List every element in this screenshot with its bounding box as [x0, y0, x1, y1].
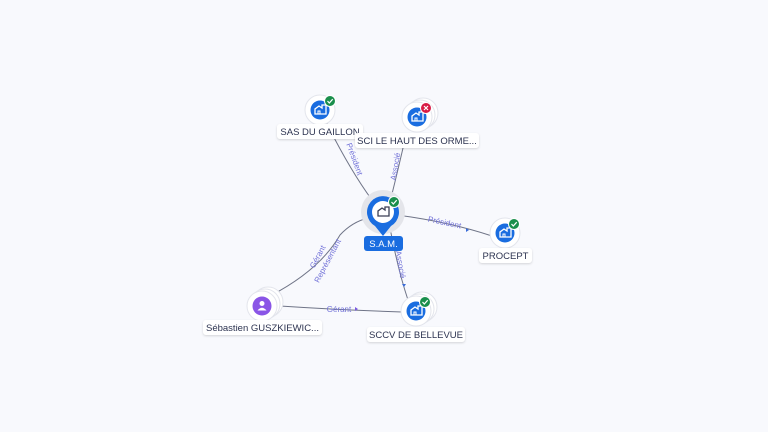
node-label: SCI LE HAUT DES ORME...	[357, 136, 477, 147]
building-icon	[377, 206, 390, 217]
node-label: S.A.M.	[369, 239, 398, 250]
active-status-icon	[507, 217, 521, 231]
node-label: Sébastien GUSZKIEWIC...	[206, 323, 319, 334]
node-sas-du-gaillon[interactable]: SAS DU GAILLON	[277, 94, 363, 139]
edge-label: Gérant	[327, 305, 352, 314]
edge-seb-sccv: Gérant	[279, 305, 403, 314]
node-sebastien-guszkiewicz[interactable]: Sébastien GUSZKIEWIC...	[203, 286, 322, 335]
closed-status-icon	[419, 101, 433, 115]
node-label: PROCEPT	[483, 251, 529, 262]
active-status-icon	[323, 94, 337, 108]
edge-seb-sam: Gérant Représentant	[269, 217, 369, 297]
node-sam-center[interactable]: S.A.M.	[361, 190, 405, 251]
node-label: SAS DU GAILLON	[280, 127, 359, 138]
active-status-icon	[418, 295, 432, 309]
node-label: SCCV DE BELLEVUE	[369, 330, 463, 341]
edge-label: Associé	[394, 250, 408, 280]
edge-sam-procept: Président	[396, 214, 493, 237]
active-status-icon	[387, 195, 401, 209]
node-procept[interactable]: PROCEPT	[479, 217, 532, 263]
edge-label: Président	[427, 215, 463, 231]
person-icon	[257, 301, 267, 311]
node-sci-le-haut-des-ormes[interactable]: SCI LE HAUT DES ORME...	[355, 97, 479, 148]
edge-label: Associé	[389, 151, 403, 181]
node-sccv-de-bellevue[interactable]: SCCV DE BELLEVUE	[367, 291, 465, 342]
